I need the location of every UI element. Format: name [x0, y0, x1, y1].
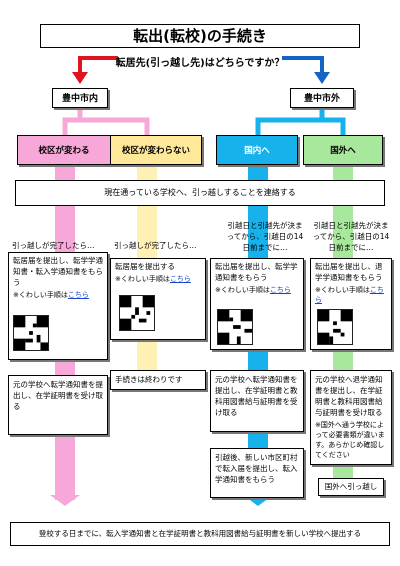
category-domestic: 国内へ: [216, 135, 298, 165]
blue-arrowhead: [314, 72, 330, 84]
col1-steps: 転居届を提出し、転学学通知書・転入学通知書をもらう: [13, 256, 103, 287]
contact-current-school-notice: 現在通っている学校へ、引っ越しすることを連絡する: [15, 180, 385, 206]
final-submission-notice: 登校する日までに、転入学通知書と在学証明書と教科用図書給与証明書を新しい学校へ提…: [10, 522, 390, 546]
destination-question: 転居先(引っ越し先)はどちらですか？: [115, 58, 285, 69]
red-arrowhead: [72, 72, 88, 84]
col3-procedure-box: 転出届を提出し、転学学通知書をもらう ※くわしい手順はこちら: [210, 258, 304, 350]
col4-trigger: 引越日と引越先が決まってから、引越日の14日前までに…: [312, 221, 390, 252]
red-branch-arrow: [78, 56, 118, 75]
category-overseas: 国外へ: [303, 135, 383, 165]
col3-next-step: 元の学校へ転学通知書を提出し、在学証明書と教科用図書給与証明書を受け取る: [210, 370, 304, 432]
col4-next-step-box: 元の学校へ退学通知書を提出し、在学証明書と教科用図書給与証明書を受け取る ※国外…: [310, 370, 392, 465]
category-school-district-changes: 校区が変わる: [17, 135, 111, 165]
col2-end-notice: 手続きは終わりです: [110, 370, 206, 390]
category-school-district-same: 校区が変わらない: [110, 135, 202, 165]
branch-outside-city: 豊中市外: [290, 88, 354, 108]
col4-note: ※国外へ通う学校によって必要書類が違います。あらかじめ確認してください: [315, 421, 385, 459]
pink-bottom-arrowhead: [50, 495, 80, 506]
col1-qr-code[interactable]: [13, 315, 49, 351]
col1-procedure-box: 転居届を提出し、転学学通知書・転入学通知書をもらう ※くわしい手順はこちら: [8, 252, 108, 360]
pink-split-line: [62, 108, 150, 135]
col1-detail-line: ※くわしい手順はこちら: [9, 290, 107, 300]
col3-trigger: 引越日と引越先が決まってから、引越日の14日前までに…: [226, 221, 304, 252]
col3-steps: 転出届を提出し、転学学通知書をもらう: [215, 262, 298, 282]
col1-next-step: 元の学校へ転学通知書を提出し、在学証明書を受け取る: [8, 375, 108, 435]
blue-branch-arrow: [282, 56, 324, 75]
cyan-split-line: [255, 108, 346, 135]
col4-end-notice: 国外へ引っ越し: [318, 478, 384, 496]
col1-detail-prefix: ※くわしい手順は: [13, 291, 68, 299]
col3-detail-line: ※くわしい手順はこちら: [211, 285, 303, 295]
col3-detail-link[interactable]: こちら: [269, 286, 291, 294]
col1-trigger: 引っ越しが完了したら…: [12, 241, 95, 250]
col2-detail-line: ※くわしい手順はこちら: [111, 274, 205, 284]
col2-steps: 転居届を提出する: [115, 262, 175, 271]
branch-inside-city: 豊中市内: [52, 88, 108, 108]
col4-qr-code[interactable]: [317, 309, 353, 345]
col4-detail-line: ※くわしい手順はこちら: [311, 285, 391, 305]
col3-qr-code[interactable]: [217, 309, 253, 345]
col4-next-step: 元の学校へ退学通知書を提出し、在学証明書と教科用図書給与証明書を受け取る: [315, 375, 383, 417]
col2-procedure-box: 転居届を提出する ※くわしい手順はこちら: [110, 258, 206, 340]
col2-detail-prefix: ※くわしい手順は: [115, 275, 170, 283]
col4-procedure-box: 転出届を提出し、退学学通知書をもらう ※くわしい手順はこちら: [310, 258, 392, 350]
col1-detail-link[interactable]: こちら: [67, 291, 89, 299]
col3-move-in-step: 引越後、新しい市区町村で転入届を提出し、転入学通知書をもらう: [210, 448, 304, 498]
col4-detail-link[interactable]: こちら: [315, 286, 384, 304]
col2-trigger: 引っ越しが完了したら…: [114, 241, 197, 250]
col4-steps: 転出届を提出し、退学学通知書をもらう: [315, 262, 383, 282]
col3-detail-prefix: ※くわしい手順は: [215, 286, 270, 294]
col4-detail-prefix: ※くわしい手順は: [315, 286, 370, 294]
col2-qr-code[interactable]: [119, 295, 155, 331]
col2-detail-link[interactable]: こちら: [169, 275, 191, 283]
page-title: 転出(転校)の手続き: [40, 24, 360, 48]
